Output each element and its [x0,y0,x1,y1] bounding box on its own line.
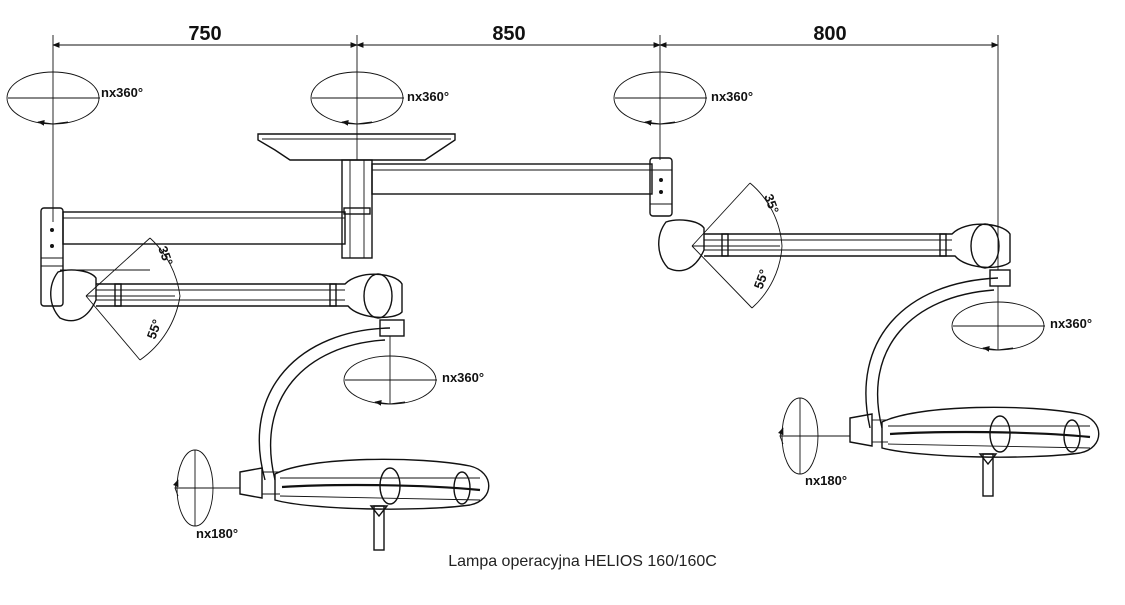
dimension-850: 850 [492,23,525,45]
left-tilt-angles: 35° 55° [85,237,181,361]
rotation-ellipse-3: nx360° [613,71,753,126]
rotation-ellipse-h2: nx180° [778,397,850,488]
right-light-head [881,406,1100,497]
svg-text:nx360°: nx360° [1050,316,1092,331]
rotation-ellipse-1: nx360° [6,71,143,126]
rotation-ellipse-h1: nx180° [173,449,240,541]
right-tilt-angles: 35° 55° [691,182,783,309]
svg-text:nx360°: nx360° [711,89,753,104]
svg-text:35°: 35° [761,192,782,216]
svg-text:55°: 55° [751,267,772,291]
svg-text:nx360°: nx360° [407,89,449,104]
dimension-800: 800 [813,23,846,45]
svg-text:nx180°: nx180° [805,473,847,488]
left-main-arm [40,207,346,307]
ceiling-mount [257,133,456,259]
dimension-750: 750 [188,23,221,45]
svg-text:nx360°: nx360° [101,85,143,100]
rotation-ellipse-2: nx360° [310,71,449,126]
svg-text:35°: 35° [155,244,176,268]
rotation-ellipse-4: nx360° [343,336,484,406]
svg-text:55°: 55° [144,317,165,341]
left-spring-arm [50,269,405,337]
right-main-arm [371,157,673,217]
rotation-ellipse-5: nx360° [951,286,1092,352]
svg-text:nx360°: nx360° [442,370,484,385]
right-yoke [849,277,999,447]
left-yoke [239,327,391,499]
right-spring-arm [658,219,1011,287]
svg-text:nx180°: nx180° [196,526,238,541]
diagram-caption: Lampa operacyjna HELIOS 160/160C [448,553,717,570]
left-light-head [274,458,490,551]
dimension-lines: 750 850 800 [52,23,999,270]
